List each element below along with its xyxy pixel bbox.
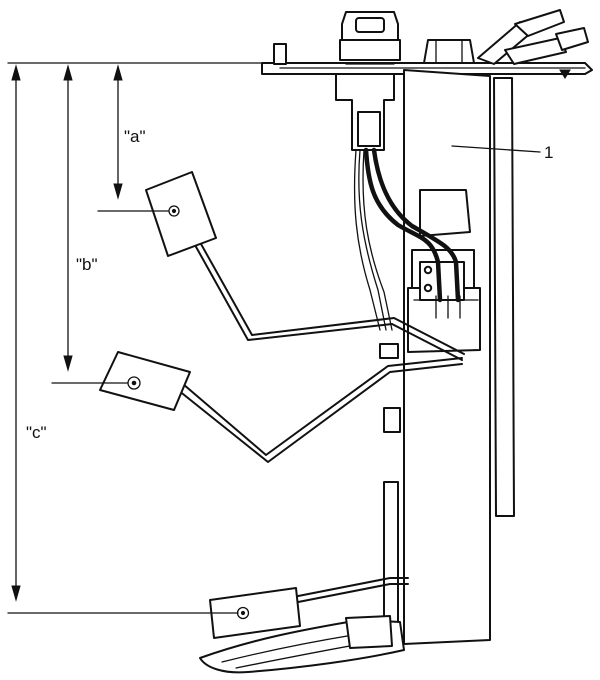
- fuel-hose-nipples: [477, 9, 589, 65]
- dimension-label-b: "b": [76, 255, 98, 274]
- wire-harness: [353, 147, 461, 331]
- dimension-label-c: "c": [26, 423, 47, 442]
- float-lower: [209, 587, 301, 639]
- float-middle: [99, 351, 191, 411]
- dimension-lines: [7, 62, 541, 614]
- guide-rod: [493, 77, 515, 517]
- fuel-strainer: [199, 615, 405, 674]
- dimension-label-a: "a": [124, 127, 146, 146]
- float-arm-assembly: [177, 243, 465, 623]
- wiring-connector: [335, 11, 401, 151]
- mounting-flange: [261, 39, 593, 79]
- sender-body: [403, 69, 491, 645]
- float-upper: [145, 171, 217, 257]
- part-number-1-label: 1: [544, 143, 553, 162]
